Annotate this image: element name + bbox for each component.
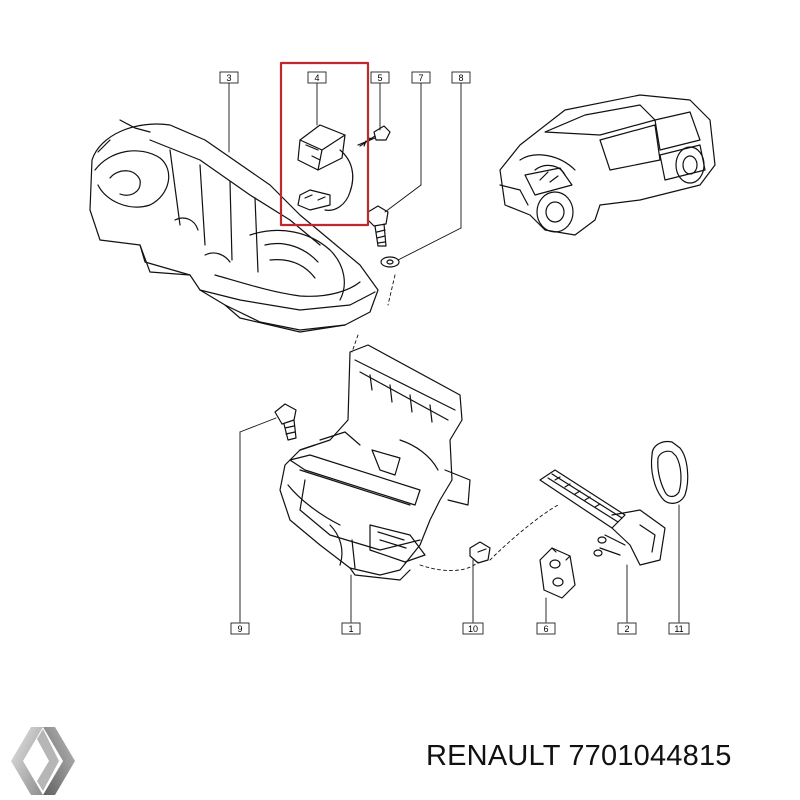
car-location-thumbnail	[499, 94, 716, 236]
callout-5: 5	[370, 71, 390, 84]
svg-text:9: 9	[237, 624, 242, 634]
heater-duct-housing	[89, 119, 379, 333]
svg-text:7: 7	[418, 73, 423, 83]
heater-box-housing	[279, 344, 471, 581]
callout-8: 8	[451, 71, 471, 84]
svg-text:10: 10	[468, 624, 478, 634]
callout-10: 10	[462, 622, 484, 635]
sensor-part-10	[469, 541, 491, 564]
callout-11: 11	[668, 622, 690, 635]
pipe-seal-part-6	[539, 547, 576, 599]
blower-resistor-module	[297, 124, 376, 211]
leader-lines	[228, 81, 680, 623]
svg-text:11: 11	[674, 624, 683, 634]
svg-text:3: 3	[226, 73, 231, 83]
callout-9: 9	[230, 622, 250, 635]
callout-7: 7	[411, 71, 431, 84]
screw-part-9	[274, 403, 297, 441]
svg-text:1: 1	[348, 624, 353, 634]
callout-3: 3	[219, 71, 239, 84]
washer-part-8	[380, 256, 400, 268]
callout-1: 1	[341, 622, 361, 635]
svg-text:2: 2	[624, 624, 629, 634]
callout-2: 2	[617, 622, 637, 635]
screw-part-5	[359, 125, 391, 147]
callout-4: 4	[307, 71, 327, 84]
part-number-caption: RENAULT 7701044815	[426, 740, 732, 772]
svg-text:4: 4	[314, 73, 319, 83]
svg-text:8: 8	[458, 73, 463, 83]
highlight-box	[279, 61, 370, 227]
renault-diamond-icon	[11, 727, 75, 795]
gasket-part-11	[650, 440, 689, 504]
callout-labels: 3 4 5 7 8 9 1 10	[219, 71, 690, 635]
callout-6: 6	[536, 622, 556, 635]
svg-text:6: 6	[543, 624, 548, 634]
heater-core-part-2	[539, 469, 666, 566]
svg-text:5: 5	[377, 73, 382, 83]
